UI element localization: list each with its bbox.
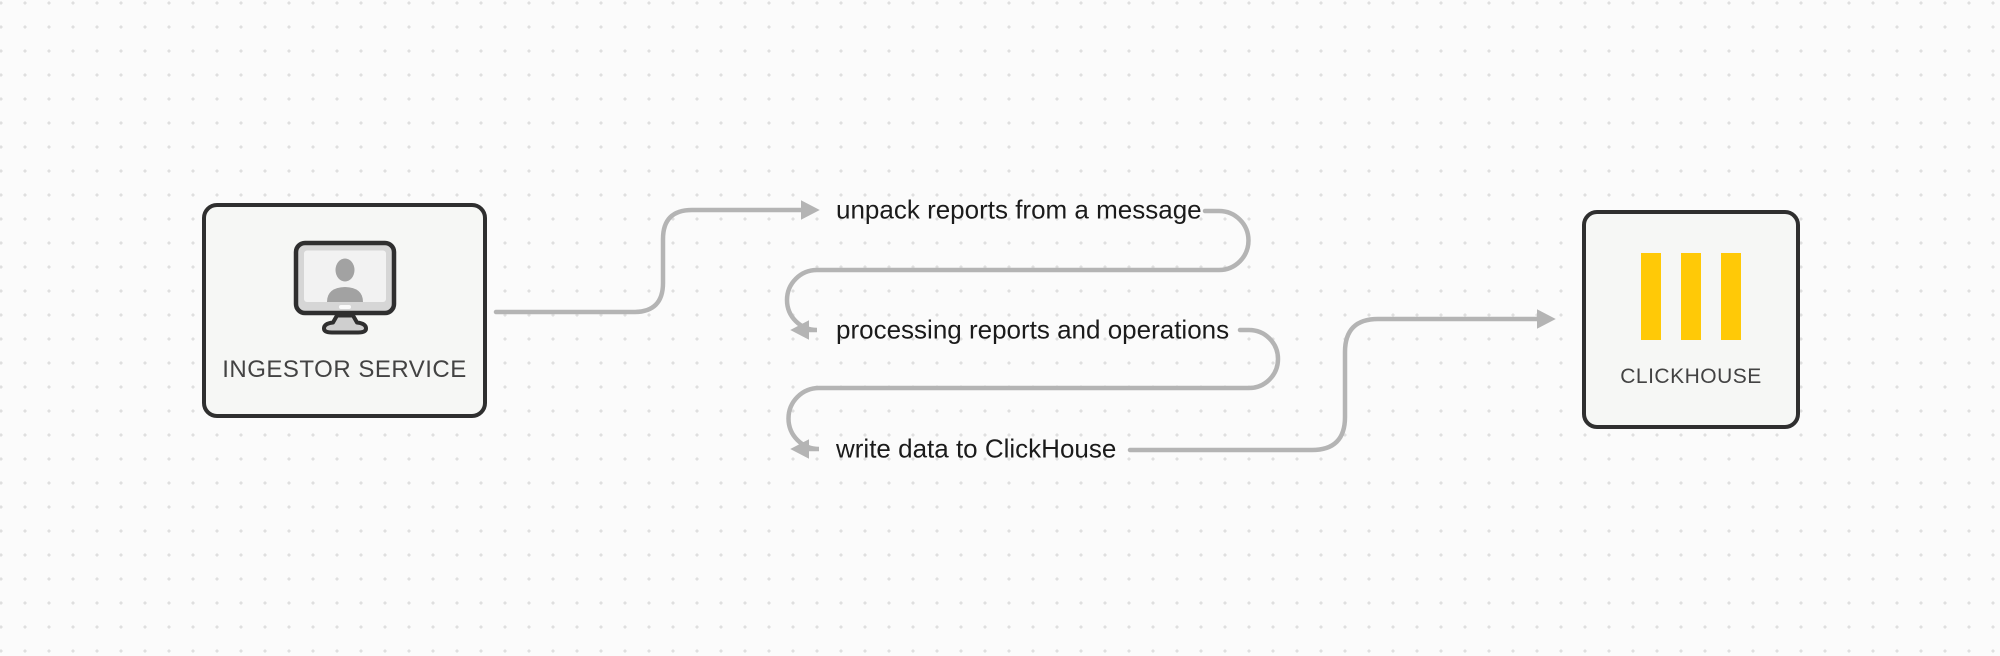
monitor-user-icon	[293, 240, 396, 334]
node-label-ingestor: INGESTOR SERVICE	[222, 355, 467, 383]
clickhouse-logo-icon	[1641, 252, 1741, 340]
clickhouse-logo-bar	[1681, 252, 1701, 340]
step-label-write: write data to ClickHouse	[836, 433, 1117, 464]
connector-ingestor-to-step1	[493, 200, 820, 315]
clickhouse-logo-bar	[1641, 252, 1661, 340]
node-clickhouse[interactable]: CLICKHOUSE	[1582, 210, 1800, 429]
node-label-clickhouse: CLICKHOUSE	[1620, 364, 1762, 388]
connector-step1-to-step2	[784, 208, 1251, 340]
connector-step2-to-step3	[786, 327, 1281, 459]
node-ingestor-service[interactable]: INGESTOR SERVICE	[202, 203, 487, 418]
step-label-processing: processing reports and operations	[836, 314, 1230, 345]
clickhouse-logo-bar	[1721, 252, 1741, 340]
step-label-unpack: unpack reports from a message	[836, 194, 1202, 225]
